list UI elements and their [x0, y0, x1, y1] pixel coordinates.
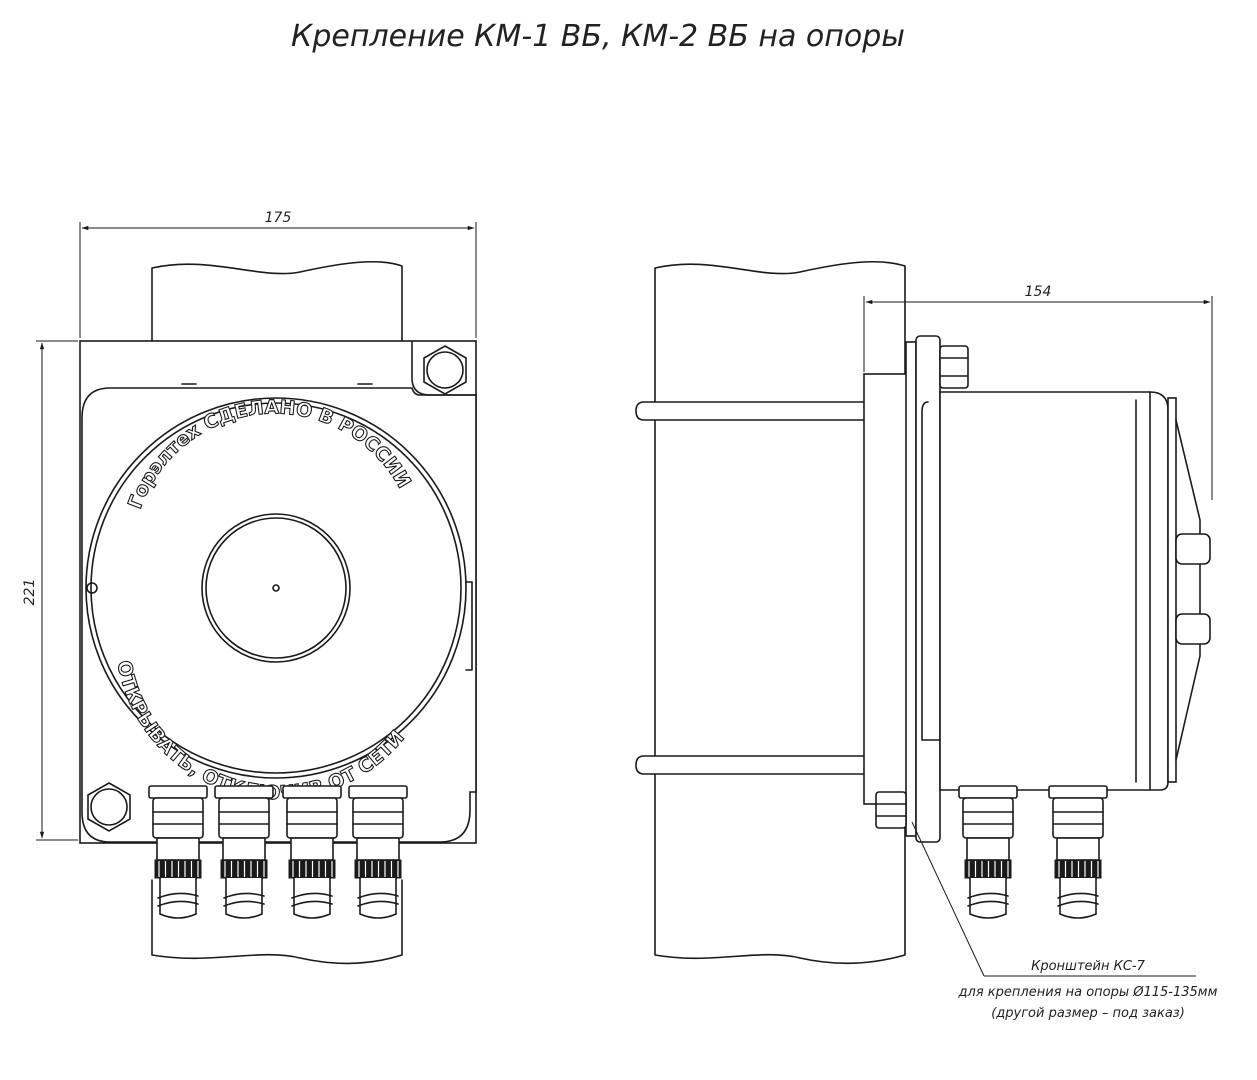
dim-width: 175 [79, 210, 477, 338]
callout-line1: Кронштейн КС-7 [1031, 959, 1145, 974]
callout-line2: для крепления на опоры Ø115-135мм [958, 985, 1218, 1000]
hex-bolt-top-right [423, 345, 467, 395]
bracket-bolt-top [939, 345, 969, 389]
inspection-window [201, 513, 351, 663]
cable-gland-side-1 [958, 785, 1018, 919]
bracket-nut-bottom [875, 791, 907, 829]
cable-glands-side [958, 785, 1108, 919]
hex-bolt-bottom-left [87, 782, 131, 832]
dim-width-label: 175 [265, 210, 292, 226]
dim-height-label: 221 [22, 579, 38, 606]
lid-outer [85, 397, 467, 779]
cable-gland-side-2 [1048, 785, 1108, 919]
bracket-ks7 [863, 335, 941, 843]
enclosure-side [921, 391, 1169, 791]
lid-profile [1167, 397, 1211, 783]
side-view: 154 Кронштейн КС-7 для крепления на опор… [635, 260, 1218, 1021]
cable-gland-front-1 [148, 785, 208, 919]
cable-gland-front-4 [348, 785, 408, 919]
callout-line3: (другой размер – под заказ) [991, 1006, 1185, 1021]
pole-top-section [151, 260, 403, 343]
dim-depth-label: 154 [1025, 284, 1052, 300]
dim-height: 221 [22, 340, 78, 841]
cable-gland-front-2 [214, 785, 274, 919]
drawing-title: Крепление КМ-1 ВБ, КМ-2 ВБ на опоры [291, 19, 905, 54]
lid-screw [86, 582, 98, 594]
callout-bracket: Кронштейн КС-7 для крепления на опоры Ø1… [911, 821, 1218, 1021]
cable-glands-front [148, 785, 408, 919]
dim-depth: 154 [863, 284, 1213, 500]
u-bolt-top [635, 395, 887, 427]
pole-bottom-section [151, 879, 403, 965]
front-view: Горэлтех СДЕЛАНО В РОССИИ ОТКРЫВАТЬ, ОТК… [22, 210, 477, 965]
u-bolt-bottom [635, 749, 887, 781]
pole [654, 260, 906, 965]
cable-gland-front-3 [282, 785, 342, 919]
